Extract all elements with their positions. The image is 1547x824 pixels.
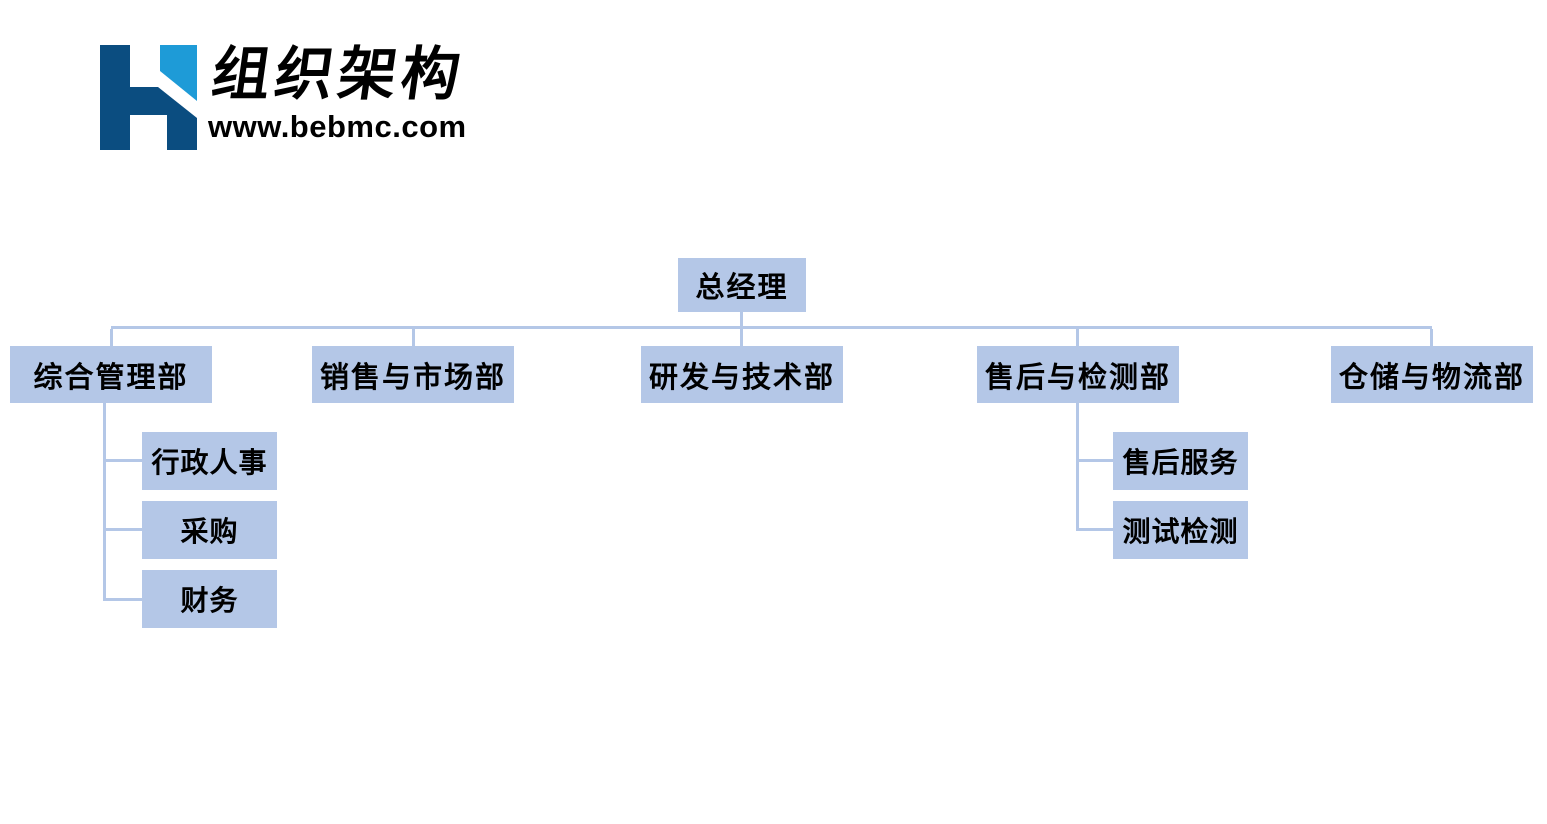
connector-branch-finance bbox=[103, 598, 142, 601]
connector-branch-testing-inspection bbox=[1076, 528, 1113, 531]
org-node-admin-hr: 行政人事 bbox=[142, 432, 277, 490]
connector-trunk-dept-0 bbox=[103, 403, 106, 601]
org-node-general-management-dept: 综合管理部 bbox=[10, 346, 212, 403]
org-node-testing-inspection: 测试检测 bbox=[1113, 501, 1248, 559]
connector-drop-dept-1 bbox=[412, 329, 415, 346]
org-node-sales-marketing-dept: 销售与市场部 bbox=[312, 346, 514, 403]
connector-drop-dept-4 bbox=[1430, 329, 1433, 346]
connector-branch-after-sales-service bbox=[1076, 459, 1113, 462]
org-node-after-sales-service: 售后服务 bbox=[1113, 432, 1248, 490]
connector-drop-dept-0 bbox=[110, 329, 113, 346]
page-title: 组织架构 bbox=[207, 42, 470, 107]
org-node-finance: 财务 bbox=[142, 570, 277, 628]
brand-text-block: 组织架构 www.bebmc.com bbox=[208, 42, 528, 145]
connector-main-horizontal bbox=[111, 326, 1432, 329]
org-node-procurement: 采购 bbox=[142, 501, 277, 559]
connector-drop-dept-2 bbox=[740, 329, 743, 346]
connector-branch-admin-hr bbox=[103, 459, 142, 462]
connector-root-drop bbox=[740, 312, 743, 326]
org-node-rd-technology-dept: 研发与技术部 bbox=[641, 346, 843, 403]
connector-branch-procurement bbox=[103, 528, 142, 531]
company-h-logo-icon bbox=[100, 45, 197, 150]
org-node-after-sales-testing-dept: 售后与检测部 bbox=[977, 346, 1179, 403]
connector-drop-dept-3 bbox=[1076, 329, 1079, 346]
org-node-general-manager: 总经理 bbox=[678, 258, 806, 312]
org-node-warehouse-logistics-dept: 仓储与物流部 bbox=[1331, 346, 1533, 403]
brand-url: www.bebmc.com bbox=[208, 108, 467, 144]
connector-trunk-dept-3 bbox=[1076, 403, 1079, 531]
